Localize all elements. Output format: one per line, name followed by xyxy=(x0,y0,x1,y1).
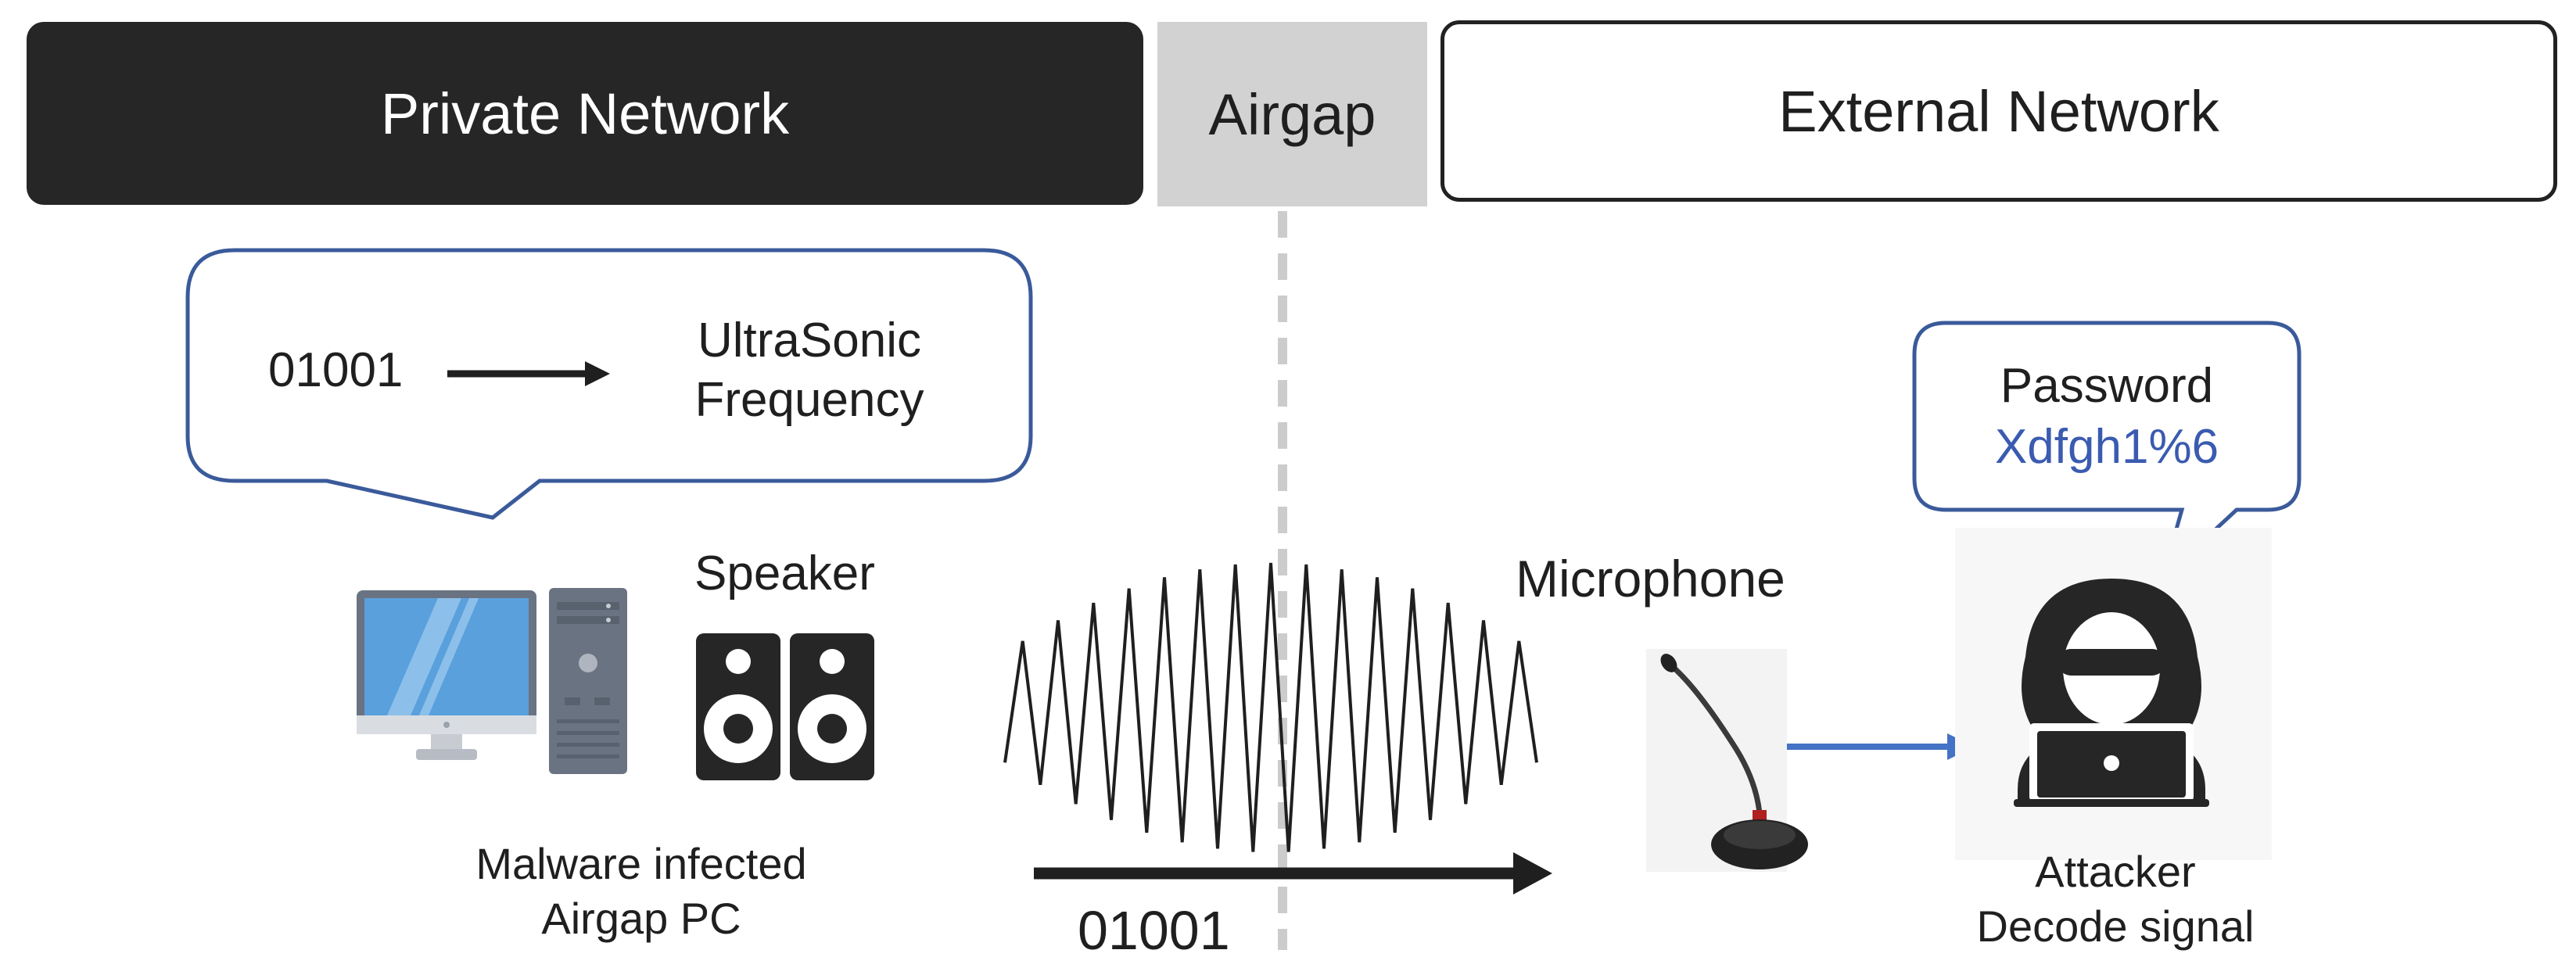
speaker-label: Speaker xyxy=(694,547,875,600)
encode-arrow xyxy=(447,361,610,386)
attacker-line2: Decode signal xyxy=(1976,902,2255,951)
gooseneck-microphone-icon xyxy=(1646,649,1808,872)
airgap-pc-label: Malware infected Airgap PC xyxy=(438,837,845,946)
microphone-label: Microphone xyxy=(1516,550,1785,608)
password-title: Password xyxy=(2000,359,2214,413)
desktop-computer-icon xyxy=(357,588,627,774)
ultrasonic-line1: UltraSonic xyxy=(698,314,921,367)
transmission-arrow xyxy=(1034,852,1552,894)
transmitted-bits-label: 01001 xyxy=(1078,900,1230,961)
password-value: Xdfgh1%6 xyxy=(1994,420,2219,474)
speaker-pair-icon xyxy=(696,633,874,780)
encode-bits-label: 01001 xyxy=(268,343,404,397)
pc-label-line1: Malware infected xyxy=(475,839,807,888)
external-network-label: External Network xyxy=(1778,78,2219,144)
attacker-line1: Attacker xyxy=(2035,847,2196,896)
signal-arrow xyxy=(1787,733,1975,760)
external-network-header: External Network xyxy=(1440,20,2557,202)
password-callout-text: Password Xdfgh1%6 xyxy=(1914,356,2299,478)
airgap-label: Airgap xyxy=(1208,81,1376,147)
ultrasonic-frequency-label: UltraSonic Frequency xyxy=(653,311,966,430)
airgap-header: Airgap xyxy=(1157,22,1427,206)
ultrasonic-line2: Frequency xyxy=(694,373,924,427)
private-network-header: Private Network xyxy=(27,22,1143,205)
pc-label-line2: Airgap PC xyxy=(541,894,741,943)
private-network-label: Private Network xyxy=(380,81,790,146)
ultrasonic-wave-icon xyxy=(1003,562,1538,852)
attacker-label: Attacker Decode signal xyxy=(1916,844,2315,954)
hooded-hacker-icon xyxy=(1955,528,2272,860)
encode-callout-bubble xyxy=(185,248,1033,520)
